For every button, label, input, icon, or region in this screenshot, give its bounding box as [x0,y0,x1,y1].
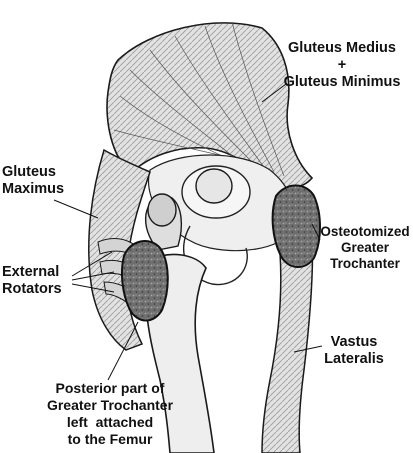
leader-external-rotators-3 [71,283,115,293]
label-line: Gluteus Medius [288,40,396,56]
label-line: Rotators [2,281,62,297]
leader-lines [53,83,323,381]
label-gluteus-medius-minimus: Gluteus Medius + Gluteus Minimus [278,40,406,91]
label-line: Vastus [330,334,378,350]
label-line: Maximus [2,181,65,197]
label-line: left attached [66,414,154,430]
label-gluteus-maximus: Gluteus Maximus [2,164,70,198]
leader-gluteus-maximus [53,199,99,219]
femoral-head-socket [195,168,233,204]
label-external-rotators: External Rotators [2,264,80,298]
label-line: Gluteus [2,164,56,180]
label-vastus-lateralis: Vastus Lateralis [316,334,392,368]
leader-external-rotators-1 [71,251,113,277]
label-line: Greater Trochanter [46,397,174,413]
leader-osteotomized [311,223,321,241]
label-line: to the Femur [67,431,153,447]
label-line: External [2,264,60,280]
label-posterior-greater-trochanter: Posterior part of Greater Trochanter lef… [30,380,190,448]
pelvic-loop [182,225,248,286]
label-line: + [337,57,347,73]
leader-posterior-trochanter [107,321,139,381]
label-line: Posterior part of [55,380,165,396]
label-osteotomized-greater-trochanter: Osteotomized Greater Trochanter [318,224,412,272]
posterior-greater-trochanter [121,240,169,322]
label-line: Osteotomized [320,224,410,239]
leader-external-rotators-2 [71,271,115,281]
label-line: Greater [340,240,390,255]
osteotomized-greater-trochanter [271,184,321,268]
label-line: Gluteus Minimus [283,74,401,90]
leader-vastus-lateralis [293,345,323,353]
label-line: Trochanter [330,256,400,271]
vastus-lateralis-muscle [261,231,314,453]
leader-gluteus-medius [261,83,287,103]
femoral-head [147,193,177,227]
label-line: Lateralis [324,351,384,367]
